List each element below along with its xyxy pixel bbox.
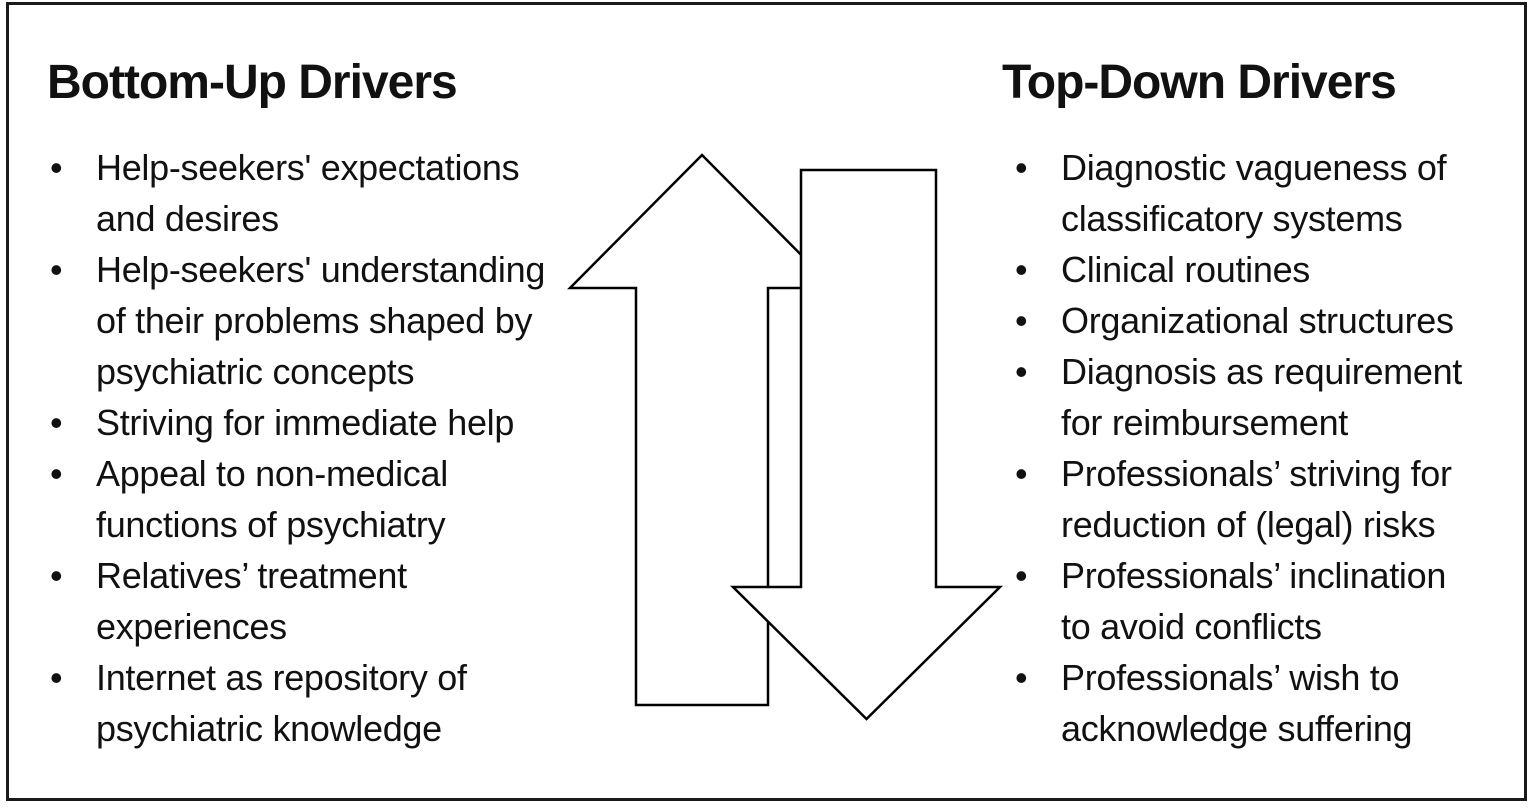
list-item-text: Relatives’ treatment experiences bbox=[96, 555, 407, 647]
left-panel-title: Bottom-Up Drivers bbox=[47, 56, 458, 109]
list-item: Diagnostic vagueness of classificatory s… bbox=[1015, 142, 1515, 244]
list-item: Organizational structures bbox=[1015, 295, 1515, 346]
list-item-text: Help-seekers' understanding of their pro… bbox=[96, 249, 546, 392]
list-item-text: Professionals’ wish to acknowledge suffe… bbox=[1061, 657, 1413, 749]
list-item-text: Professionals’ striving for reduction of… bbox=[1061, 453, 1452, 545]
list-item: Striving for immediate help bbox=[50, 397, 590, 448]
list-item: Diagnosis as requirement for reimburseme… bbox=[1015, 346, 1515, 448]
right-panel-title: Top-Down Drivers bbox=[1002, 56, 1397, 109]
list-item: Internet as repository of psychiatric kn… bbox=[50, 652, 590, 754]
list-item-text: Help-seekers' expectations and desires bbox=[96, 147, 520, 239]
list-item: Professionals’ striving for reduction of… bbox=[1015, 448, 1515, 550]
list-item-text: Internet as repository of psychiatric kn… bbox=[96, 657, 467, 749]
list-item: Clinical routines bbox=[1015, 244, 1515, 295]
list-item-text: Appeal to non-medical functions of psych… bbox=[96, 453, 448, 545]
list-item: Relatives’ treatment experiences bbox=[50, 550, 590, 652]
list-item-text: Striving for immediate help bbox=[96, 402, 515, 443]
list-item-text: Organizational structures bbox=[1061, 300, 1454, 341]
list-item-text: Clinical routines bbox=[1061, 249, 1311, 290]
list-item: Help-seekers' expectations and desires bbox=[50, 142, 590, 244]
list-item: Help-seekers' understanding of their pro… bbox=[50, 244, 590, 397]
list-item-text: Professionals’ inclination to avoid conf… bbox=[1061, 555, 1447, 647]
right-bullet-list: Diagnostic vagueness of classificatory s… bbox=[1015, 142, 1515, 754]
left-bullet-list: Help-seekers' expectations and desires H… bbox=[50, 142, 590, 754]
list-item: Professionals’ inclination to avoid conf… bbox=[1015, 550, 1515, 652]
list-item: Appeal to non-medical functions of psych… bbox=[50, 448, 590, 550]
list-item-text: Diagnostic vagueness of classificatory s… bbox=[1061, 147, 1447, 239]
list-item: Professionals’ wish to acknowledge suffe… bbox=[1015, 652, 1515, 754]
down-arrow bbox=[729, 168, 1004, 721]
list-item-text: Diagnosis as requirement for reimburseme… bbox=[1061, 351, 1462, 443]
